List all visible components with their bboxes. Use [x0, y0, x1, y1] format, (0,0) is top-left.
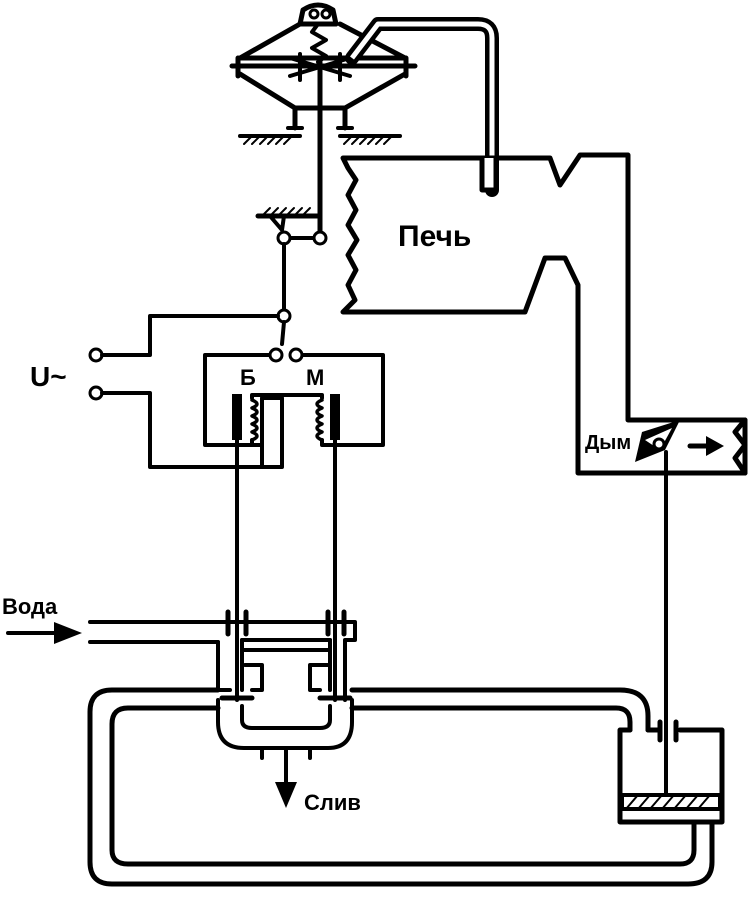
relay-b-core — [232, 394, 242, 440]
lever — [255, 207, 328, 346]
drain-arrow-icon — [275, 782, 297, 808]
smoke-arrow-icon — [687, 436, 724, 456]
voltage-label: U~ — [30, 361, 67, 392]
water-inlet — [6, 620, 230, 644]
servo-cylinder — [617, 719, 725, 825]
furnace-label: Печь — [398, 220, 471, 253]
membrane-sensor — [229, 2, 418, 241]
drain-label: Слив — [304, 790, 361, 815]
smoke-label: Дым — [585, 432, 631, 454]
relay-m-label: М — [306, 365, 324, 390]
circulation-loop — [87, 687, 715, 887]
relay-m-core — [330, 394, 340, 440]
furnace — [340, 152, 748, 476]
water-label: Вода — [2, 594, 58, 619]
valve-rods — [235, 438, 337, 702]
valve-block — [216, 609, 357, 808]
electric-circuit — [88, 314, 385, 469]
relay-b-label: Б — [240, 365, 256, 390]
capillary-tube — [345, 17, 499, 197]
damper — [635, 420, 680, 462]
